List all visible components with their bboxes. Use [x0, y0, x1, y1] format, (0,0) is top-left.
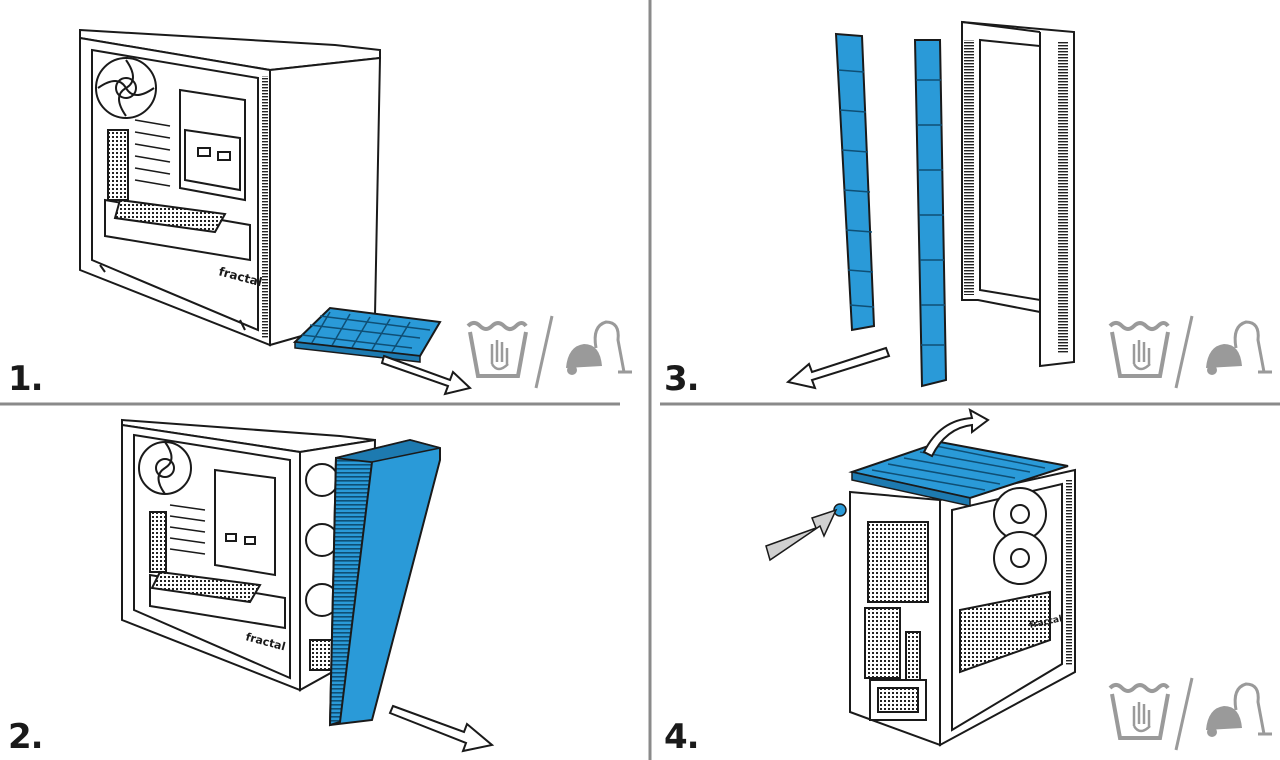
front-frame: [961, 20, 1075, 368]
step-4-illustration: fractal: [765, 408, 1272, 751]
arrow-icon: [380, 354, 473, 396]
filter-strip-left: [834, 32, 876, 332]
step-2-illustration: fractal: [121, 418, 495, 753]
hand-wash-icon: [466, 321, 528, 378]
step-3-label: 3.: [664, 359, 700, 399]
step-1-illustration: fractal: [79, 28, 632, 396]
hand-wash-icon: [1108, 683, 1170, 740]
vacuum-cleaner-icon: [566, 320, 632, 375]
front-panel: [328, 438, 441, 727]
top-dust-filter: [848, 440, 1069, 507]
vacuum-cleaner-icon: [1206, 682, 1272, 737]
arrow-icon: [388, 704, 495, 753]
slash-divider-icon: [534, 315, 554, 389]
step-1-label: 1.: [8, 359, 44, 399]
step-3-illustration: [785, 20, 1272, 390]
pc-case-step-2: fractal: [121, 418, 377, 692]
pc-case-step-1: fractal: [79, 28, 382, 347]
pc-case-step-4: fractal: [849, 468, 1076, 747]
push-arrow-icon: [765, 508, 838, 562]
slash-divider-icon: [1174, 315, 1194, 389]
step-4-label: 4.: [664, 717, 700, 757]
curved-arrow-icon: [922, 408, 990, 458]
step-2-label: 2.: [8, 717, 44, 757]
slash-divider-icon: [1174, 677, 1194, 751]
hand-wash-icon: [1108, 321, 1170, 378]
filter-strip-right: [913, 39, 948, 388]
vacuum-cleaner-icon: [1206, 320, 1272, 375]
arrow-icon: [785, 346, 891, 390]
